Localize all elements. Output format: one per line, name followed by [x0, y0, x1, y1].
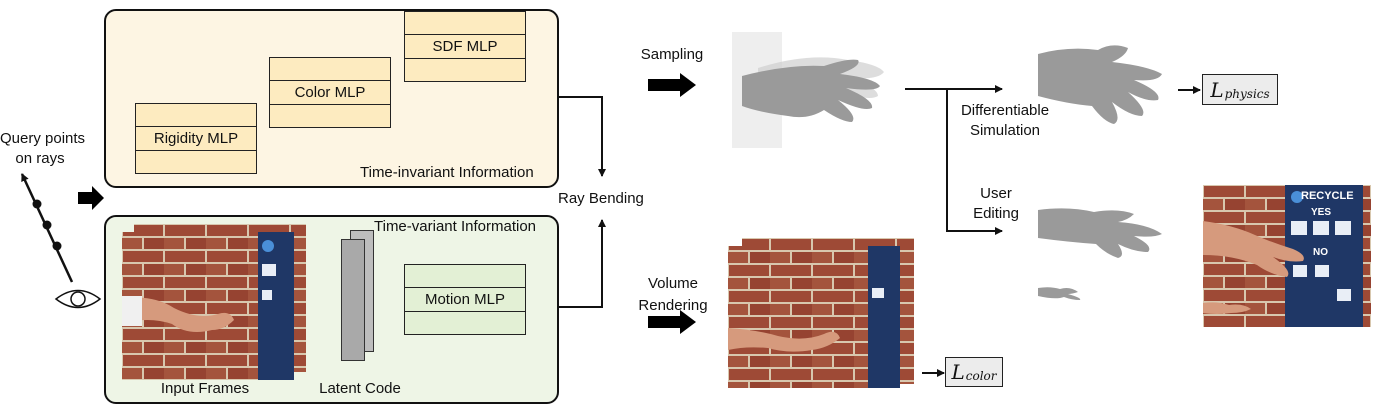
sampling-label: Sampling	[640, 46, 704, 63]
motion-mlp-label: Motion MLP	[424, 291, 506, 308]
differentiable-simulation-label: Differentiable Simulation	[960, 102, 1050, 139]
ray-sample-point	[32, 199, 42, 209]
color-mlp-label: Color MLP	[294, 84, 366, 101]
rigidity-mlp-block: Rigidity MLP	[135, 103, 257, 174]
rigidity-mlp-label: Rigidity MLP	[153, 130, 239, 147]
edited-hand-image	[1038, 204, 1168, 269]
ray-sample-point	[42, 220, 52, 230]
user-editing-label: User Editing	[973, 185, 1019, 222]
query-points-label: Query points on rays	[0, 130, 86, 167]
volume-rendering-label: Volume Rendering	[638, 275, 708, 314]
poster-no-text: NO	[1313, 247, 1328, 258]
ray-bending-connectors	[557, 96, 606, 308]
edited-render-image: RECYCLE YES NO	[1203, 185, 1371, 332]
simulated-hand-image	[1038, 40, 1168, 145]
latent-code-block	[341, 239, 365, 361]
physics-loss-symbol: L	[1210, 77, 1224, 102]
ray-sample-point	[52, 241, 62, 251]
sampling-arrow-icon	[648, 73, 696, 97]
time-invariant-caption: Time-invariant Information	[360, 164, 534, 181]
color-loss-symbol: L	[951, 360, 965, 384]
rendering-arrow-icon	[648, 310, 696, 334]
color-mlp-block: Color MLP	[269, 57, 391, 128]
physics-loss-subscript: physics	[1224, 86, 1270, 101]
color-loss-subscript: color	[965, 369, 997, 383]
poster-subtitle: YES	[1311, 207, 1332, 218]
eye-icon	[54, 289, 102, 309]
sampled-hand-image	[728, 30, 898, 155]
query-ray	[20, 173, 74, 283]
ray-bending-label: Ray Bending	[558, 190, 644, 207]
branch-connectors	[905, 85, 1201, 377]
time-variant-caption: Time-variant Information	[374, 218, 536, 235]
latent-code-label: Latent Code	[319, 380, 401, 397]
motion-mlp-block: Motion MLP	[404, 264, 526, 335]
sdf-mlp-block: SDF MLP	[404, 11, 526, 82]
poster-title: RECYCLE	[1301, 190, 1354, 202]
sdf-mlp-label: SDF MLP	[432, 38, 498, 55]
input-frames-label: Input Frames	[160, 380, 250, 397]
edited-hand-small-image	[1038, 284, 1084, 309]
rendered-frames-stack	[728, 238, 914, 393]
input-arrow-icon	[78, 186, 104, 210]
input-frames-stack	[122, 224, 306, 385]
